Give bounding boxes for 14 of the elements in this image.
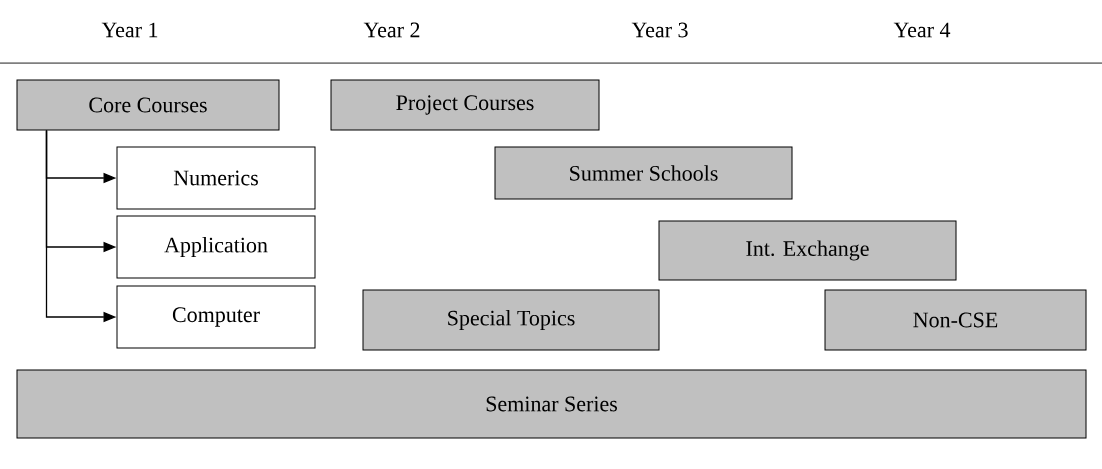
course-box: Seminar Series [16, 369, 1087, 439]
year-label: Year 4 [893, 22, 951, 38]
course-box: Core Courses [16, 79, 280, 131]
course-box: Application [116, 215, 316, 279]
year-label: Year 2 [363, 22, 420, 38]
year-label: Year 3 [631, 22, 688, 38]
course-box: Numerics [116, 146, 316, 210]
course-box: Int. Exchange [658, 220, 957, 281]
year-label: Year 1 [101, 22, 158, 38]
course-box: Project Courses [330, 79, 600, 131]
course-box: Non-CSE [824, 289, 1087, 351]
course-box: Summer Schools [494, 146, 793, 200]
course-box: Special Topics [362, 289, 660, 351]
course-box: Computer [116, 285, 316, 349]
